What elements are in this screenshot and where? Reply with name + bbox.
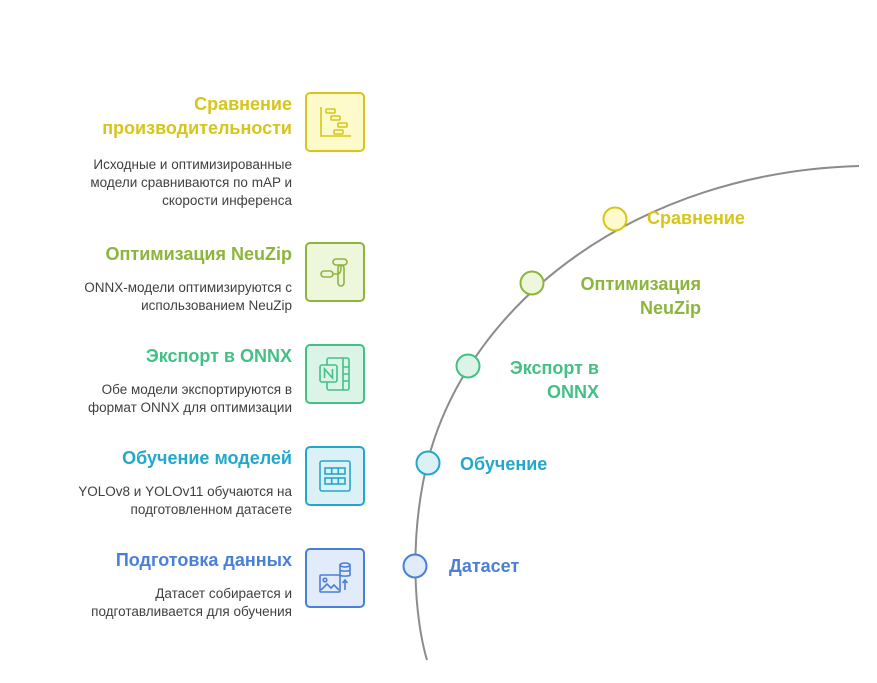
step-desc-training-line1: YOLOv8 и YOLOv11 обучаются на [78, 484, 292, 499]
icon-box-training [305, 446, 365, 506]
step-desc-comparison-line2: модели сравниваются по mAP и [90, 175, 292, 190]
node-training [415, 450, 441, 476]
step-title-optimization-line1: Оптимизация NeuZip [105, 244, 293, 264]
node-export [455, 353, 481, 379]
arc-label-dataset: Датасет [449, 554, 519, 578]
arc-label-dataset-text: Датасет [449, 556, 520, 576]
node-optimization [519, 270, 545, 296]
step-title-export: Экспорт в ONNX [146, 344, 292, 368]
arc-label-export-line2: ONNX [546, 382, 599, 402]
step-title-comparison-line1: Сравнение [194, 94, 292, 114]
step-title-training-line1: Обучение моделей [122, 448, 292, 468]
step-desc-dataset-line2: подготавливается для обучения [91, 604, 292, 619]
step-desc-training: YOLOv8 и YOLOv11 обучаются на подготовле… [78, 483, 292, 519]
arc-label-export: Экспорт в ONNX [510, 356, 599, 404]
step-desc-dataset: Датасет собирается и подготавливается дл… [91, 585, 292, 621]
pipeline-icon [320, 258, 348, 287]
step-desc-training-line2: подготовленном датасете [130, 502, 292, 517]
step-title-comparison: Сравнение производительности [102, 92, 292, 140]
step-desc-optimization: ONNX-модели оптимизируются с использован… [84, 279, 292, 315]
step-desc-export: Обе модели экспортируются в формат ONNX … [88, 381, 292, 417]
step-desc-optimization-line1: ONNX-модели оптимизируются с [84, 280, 292, 295]
image-database-icon [319, 562, 351, 593]
arc-label-optimization-line2: NeuZip [640, 298, 701, 318]
step-title-dataset: Подготовка данных [116, 548, 292, 572]
arc-label-optimization: Оптимизация NeuZip [581, 272, 702, 320]
grid-table-icon [319, 460, 351, 492]
step-title-comparison-line2: производительности [102, 118, 292, 138]
icon-box-optimization [305, 242, 365, 302]
arc-label-comparison-text: Сравнение [647, 208, 745, 228]
step-desc-export-line1: Обе модели экспортируются в [101, 382, 292, 397]
icon-box-export [305, 344, 365, 404]
step-desc-comparison-line1: Исходные и оптимизированные [93, 157, 292, 172]
step-title-dataset-line1: Подготовка данных [115, 550, 292, 570]
node-comparison [602, 206, 628, 232]
step-desc-export-line2: формат ONNX для оптимизации [88, 400, 292, 415]
step-desc-comparison: Исходные и оптимизированные модели сравн… [90, 156, 292, 210]
step-desc-dataset-line1: Датасет собирается и [155, 586, 292, 601]
timeline-arc [414, 165, 860, 661]
icon-box-dataset [305, 548, 365, 608]
step-title-export-line1: Экспорт в ONNX [145, 346, 292, 366]
arc-label-comparison: Сравнение [647, 206, 745, 230]
step-desc-optimization-line2: использованием NeuZip [141, 298, 292, 313]
arc-label-training-text: Обучение [460, 454, 548, 474]
step-title-optimization: Оптимизация NeuZip [106, 242, 293, 266]
node-dataset [402, 553, 428, 579]
gantt-chart-icon [320, 107, 351, 137]
step-title-training: Обучение моделей [122, 446, 292, 470]
step-desc-comparison-line3: скорости инференса [162, 193, 292, 208]
onenote-icon [319, 357, 350, 391]
arc-label-optimization-line1: Оптимизация [580, 274, 702, 294]
arc-label-export-line1: Экспорт в [509, 358, 599, 378]
arc-label-training: Обучение [460, 452, 547, 476]
icon-box-comparison [305, 92, 365, 152]
